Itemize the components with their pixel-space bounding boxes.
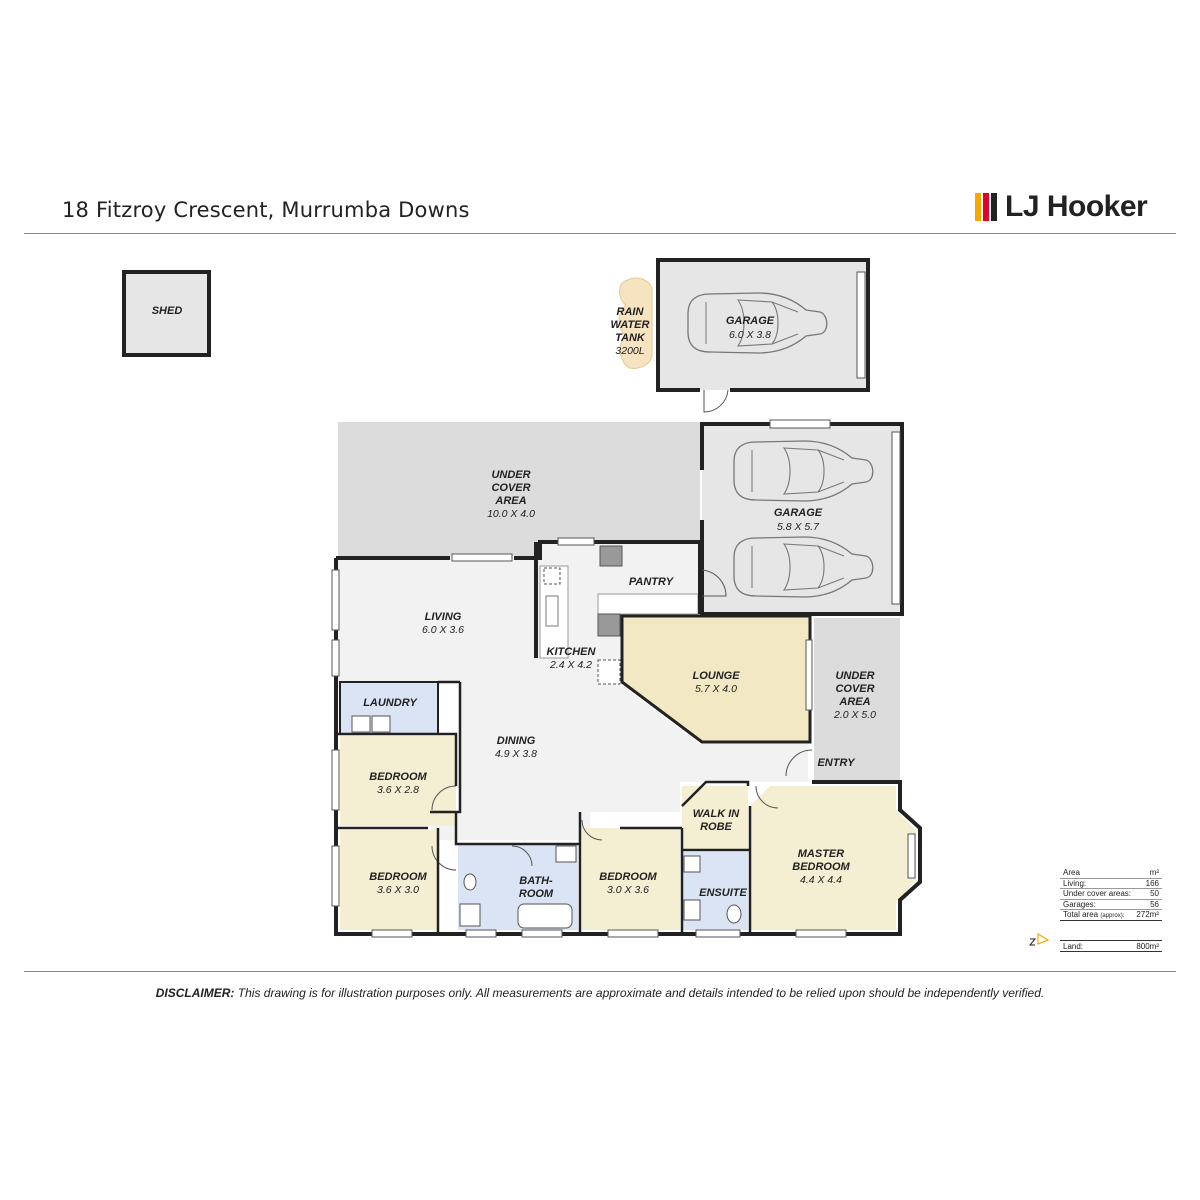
pantry-label: PANTRY: [629, 576, 675, 588]
windows: [331, 537, 916, 938]
area-table-header: Area m²: [1060, 868, 1162, 879]
interior-walls: [336, 680, 752, 934]
area-row-value: 166: [1145, 878, 1159, 888]
shed: SHED: [122, 270, 211, 357]
disclaimer-text: This drawing is for illustration purpose…: [237, 986, 1045, 1000]
area-row-garages: Garages: 56: [1060, 899, 1162, 910]
under-cover-main-dims: 10.0 X 4.0: [487, 508, 535, 520]
area-row-value: 50: [1150, 889, 1159, 898]
under-cover-main-3: AREA: [494, 495, 526, 507]
under-cover-main-1: UNDER: [491, 469, 530, 481]
tank-label-3: TANK: [615, 332, 646, 344]
disclaimer: DISCLAIMER: This drawing is for illustra…: [0, 986, 1200, 1000]
under-cover-side-3: AREA: [838, 696, 870, 708]
garage-main-label: GARAGE: [774, 507, 823, 519]
garage-small-label: GARAGE: [726, 315, 775, 327]
tank-capacity: 3200L: [615, 345, 644, 357]
bedroom-2: BEDROOM 3.6 X 3.0: [340, 830, 457, 930]
logo-bars-icon: [975, 193, 997, 221]
property-address: 18 Fitzroy Crescent, Murrumba Downs: [62, 198, 470, 222]
robe-label-2: ROBE: [700, 821, 732, 833]
bathroom-label-1: BATH-: [519, 875, 553, 887]
area-land-label: Land:: [1063, 942, 1084, 951]
area-row-under-cover: Under cover areas: 50: [1060, 889, 1162, 900]
laundry: LAUNDRY: [339, 681, 439, 735]
area-total-qualifier: (approx):: [1100, 913, 1125, 919]
bedroom-1-dims: 3.6 X 2.8: [377, 784, 419, 796]
master-bedroom: MASTER BEDROOM 4.4 X 4.4: [750, 785, 916, 930]
area-total-label: Total area: [1063, 910, 1099, 919]
disclaimer-label: DISCLAIMER:: [155, 986, 235, 1000]
living-dims: 6.0 X 3.6: [422, 624, 464, 636]
ensuite-label: ENSUITE: [699, 887, 747, 899]
area-land-value: 800m²: [1136, 942, 1159, 951]
area-header-unit: m²: [1149, 868, 1159, 877]
dining-dims: 4.9 X 3.8: [495, 748, 537, 760]
area-row-land: Land: 800m²: [1060, 940, 1162, 952]
living-label: LIVING: [425, 611, 462, 623]
garage-small: GARAGE 6.0 X 3.8: [656, 258, 870, 413]
under-cover-area-side: UNDER COVER AREA 2.0 X 5.0 ENTRY: [785, 618, 900, 782]
area-row-label: Under cover areas:: [1063, 889, 1132, 898]
tank-label-1: RAIN: [617, 306, 645, 318]
bathroom-label-2: ROOM: [519, 888, 554, 900]
master-label-2: BEDROOM: [792, 861, 850, 873]
area-table: Area m² Living: 166 Under cover areas: 5…: [1060, 868, 1162, 921]
robe-label-1: WALK IN: [693, 808, 740, 820]
master-label-1: MASTER: [798, 848, 845, 860]
lounge-label: LOUNGE: [692, 670, 740, 682]
area-row-label: Living:: [1063, 878, 1087, 888]
garage-main: GARAGE 5.8 X 5.7: [700, 419, 904, 616]
area-row-label: Garages:: [1063, 899, 1096, 909]
footer-divider: [24, 971, 1176, 972]
bedroom-3-dims: 3.0 X 3.6: [607, 884, 649, 896]
kitchen-label: KITCHEN: [547, 646, 597, 658]
under-cover-area-main: UNDER COVER AREA 10.0 X 4.0: [338, 422, 700, 556]
bedroom-3: BEDROOM 3.0 X 3.6: [581, 819, 680, 930]
area-total-value: 272m²: [1136, 910, 1159, 919]
rain-water-tank: RAIN WATER TANK 3200L: [611, 277, 653, 369]
dining-label: DINING: [497, 735, 536, 747]
under-cover-main-2: COVER: [491, 482, 530, 494]
logo-text: LJ Hooker: [1005, 190, 1148, 223]
area-row-total: Total area (approx): 272m²: [1060, 910, 1162, 921]
kitchen-dims: 2.4 X 4.2: [549, 659, 592, 671]
bathroom: BATH- ROOM: [458, 844, 578, 930]
area-header-label: Area: [1063, 868, 1080, 877]
header-divider: [24, 233, 1176, 234]
main-living-floor: LIVING 6.0 X 3.6 PANTRY KITCHEN 2.4 X 4.…: [338, 542, 808, 840]
exterior-walls: [334, 540, 922, 936]
lounge-dims: 5.7 X 4.0: [695, 683, 737, 695]
agency-logo: LJ Hooker: [975, 190, 1148, 224]
area-row-value: 56: [1150, 899, 1159, 909]
under-cover-side-dims: 2.0 X 5.0: [833, 709, 876, 721]
entry-label: ENTRY: [817, 757, 856, 769]
garage-main-dims: 5.8 X 5.7: [777, 521, 820, 533]
bedroom-1-label: BEDROOM: [369, 771, 427, 783]
master-dims: 4.4 X 4.4: [800, 874, 842, 886]
north-arrow-icon: [1028, 932, 1050, 946]
bedroom-3-label: BEDROOM: [599, 871, 657, 883]
shed-label: SHED: [152, 305, 183, 317]
tank-label-2: WATER: [611, 319, 650, 331]
under-cover-side-1: UNDER: [835, 670, 874, 682]
laundry-label: LAUNDRY: [363, 697, 418, 709]
bedroom-2-label: BEDROOM: [369, 871, 427, 883]
under-cover-side-2: COVER: [835, 683, 874, 695]
bedroom-2-dims: 3.6 X 3.0: [377, 884, 419, 896]
area-row-living: Living: 166: [1060, 878, 1162, 889]
ensuite: ENSUITE: [682, 852, 748, 930]
garage-small-dims: 6.0 X 3.8: [729, 329, 771, 341]
